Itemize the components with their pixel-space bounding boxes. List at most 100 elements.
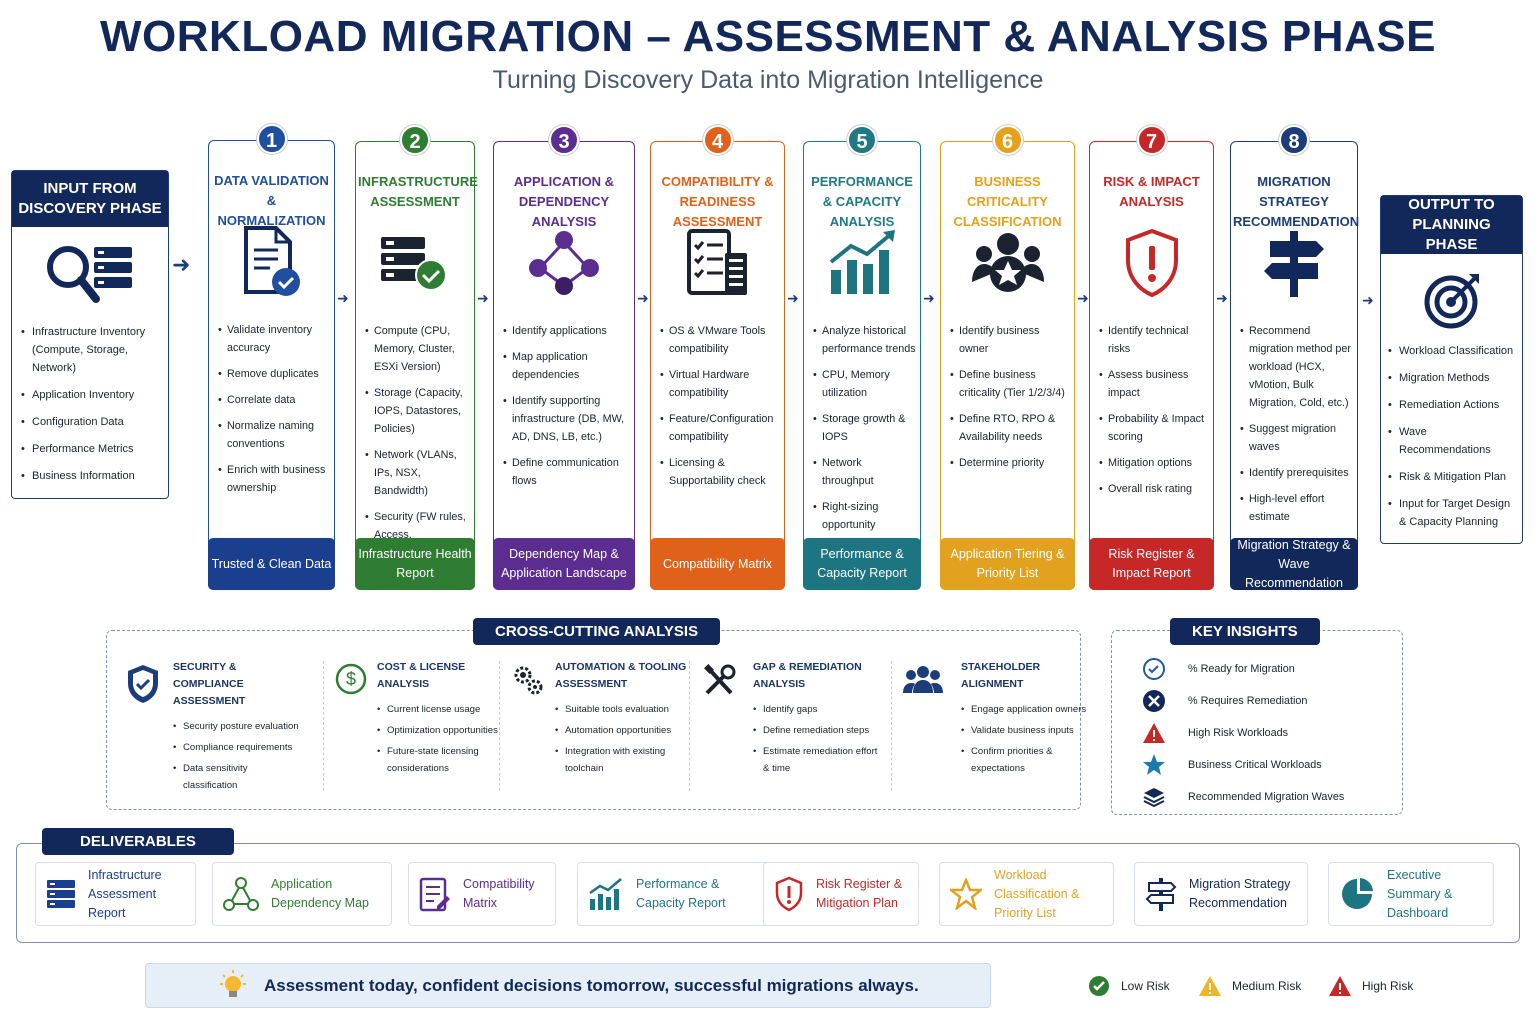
- step-number: 3: [549, 125, 579, 155]
- list-item: Input for Target Design & Capacity Plann…: [1385, 495, 1520, 531]
- step-output: Infrastructure Health Report: [355, 538, 475, 590]
- bar-chart-icon: [804, 222, 920, 304]
- arrow-icon: ➜: [1362, 292, 1374, 308]
- legend-medium-risk: Medium Risk: [1198, 975, 1301, 997]
- deliverable-card: Migration Strategy Recommendation: [1134, 862, 1308, 926]
- step-number: 6: [992, 125, 1023, 155]
- list-item: Estimate remediation effort & time: [753, 743, 883, 777]
- divider: [323, 661, 324, 791]
- list-item: Determine priority: [947, 454, 1070, 472]
- step-title: MIGRATION STRATEGY RECOMMENDATION: [1233, 174, 1360, 229]
- deliverable-label: Compatibility Matrix: [463, 877, 535, 910]
- list-item: Compute (CPU, Memory, Cluster, ESXi Vers…: [362, 322, 470, 376]
- list-item: Wave Recommendations: [1385, 423, 1520, 459]
- tagline-bar: Assessment today, confident decisions to…: [145, 963, 991, 1008]
- check-circle-icon: [1143, 658, 1165, 680]
- list-item: Compliance requirements: [173, 739, 303, 756]
- list-item: Optimization opportunities: [377, 722, 503, 739]
- step-list: Analyze historical performance trendsCPU…: [810, 322, 916, 542]
- cross-cutting-column: COST & LICENSE ANALYSISCurrent license u…: [377, 659, 503, 781]
- insight-item: % Ready for Migration: [1142, 657, 1295, 681]
- list-item: Feature/Configuration compatibility: [657, 410, 780, 446]
- output-title: OUTPUT TO PLANNING PHASE: [1381, 196, 1522, 254]
- deliverable-card: Infrastructure Assessment Report: [35, 862, 196, 926]
- step-card: 7 RISK & IMPACT ANALYSIS Identify techni…: [1089, 125, 1214, 590]
- step-list: Identify applicationsMap application dep…: [500, 322, 630, 498]
- list-item: Define business criticality (Tier 1/2/3/…: [947, 366, 1070, 402]
- list-item: Identify business owner: [947, 322, 1070, 358]
- dependency-graph-icon: [494, 222, 634, 304]
- list-item: Infrastructure Inventory (Compute, Stora…: [18, 323, 164, 377]
- list-item: Mitigation options: [1096, 454, 1209, 472]
- shield-alert-icon: [1090, 222, 1213, 304]
- step-title: APPLICATION & DEPENDENCY ANALYSIS: [513, 174, 615, 229]
- step-output: Trusted & Clean Data: [208, 538, 335, 590]
- list-item: Remediation Actions: [1385, 396, 1520, 414]
- list-item: Licensing & Supportability check: [657, 454, 780, 490]
- list-item: Enrich with business ownership: [215, 461, 330, 497]
- list-item: Define remediation steps: [753, 722, 883, 739]
- step-output: Application Tiering & Priority List: [940, 538, 1075, 590]
- step-title: BUSINESS CRITICALITY CLASSIFICATION: [953, 174, 1062, 229]
- list-item: Overall risk rating: [1096, 480, 1209, 498]
- arrow-icon: ➜: [1077, 290, 1089, 306]
- step-title: RISK & IMPACT ANALYSIS: [1103, 174, 1200, 209]
- step-number: 7: [1136, 125, 1167, 155]
- arrow-icon: ➜: [923, 290, 935, 306]
- step-output: Compatibility Matrix: [650, 538, 785, 590]
- divider: [891, 661, 892, 791]
- step-card: 8 MIGRATION STRATEGY RECOMMENDATION Reco…: [1230, 125, 1360, 590]
- deliverable-card: Compatibility Matrix: [408, 862, 556, 926]
- list-item: Right-sizing opportunity: [810, 498, 916, 534]
- deliverables-title: DELIVERABLES: [42, 828, 234, 855]
- insight-item: Business Critical Workloads: [1142, 753, 1322, 777]
- list-item: Application Inventory: [18, 386, 164, 404]
- cross-cutting-column: AUTOMATION & TOOLING ASSESSMENTSuitable …: [555, 659, 695, 781]
- list-item: Define communication flows: [500, 454, 630, 490]
- list-item: Storage (Capacity, IOPS, Datastores, Pol…: [362, 384, 470, 438]
- list-item: Identify gaps: [753, 701, 883, 718]
- step-title: COMPATIBILITY & READINESS ASSESSMENT: [661, 174, 774, 229]
- insight-item: Recommended Migration Waves: [1142, 785, 1344, 809]
- list-item: Virtual Hardware compatibility: [657, 366, 780, 402]
- list-item: Suitable tools evaluation: [555, 701, 695, 718]
- step-list: Validate inventory accuracyRemove duplic…: [215, 321, 330, 505]
- deliverable-card: Application Dependency Map: [212, 862, 392, 926]
- tagline-text: Assessment today, confident decisions to…: [264, 975, 919, 995]
- arrow-icon: ➜: [477, 290, 489, 306]
- deliverable-label: Performance & Capacity Report: [636, 877, 726, 910]
- input-title: INPUT FROM DISCOVERY PHASE: [12, 171, 168, 227]
- key-insights-panel: KEY INSIGHTS % Ready for Migration % Req…: [1111, 618, 1403, 815]
- list-item: Identify supporting infrastructure (DB, …: [500, 392, 630, 446]
- deliverable-label: Infrastructure Assessment Report: [88, 867, 162, 920]
- warning-icon: [1329, 976, 1351, 996]
- step-list: Recommend migration method per workload …: [1237, 322, 1353, 534]
- target-icon: [1423, 270, 1483, 335]
- cross-cutting-column: GAP & REMEDIATION ANALYSISIdentify gapsD…: [753, 659, 883, 781]
- step-card: 6 BUSINESS CRITICALITY CLASSIFICATION Id…: [940, 125, 1075, 590]
- insight-item: High Risk Workloads: [1142, 721, 1288, 745]
- list-item: Correlate data: [215, 391, 330, 409]
- step-number: 2: [400, 125, 430, 155]
- arrow-icon: ➜: [1216, 290, 1228, 306]
- list-item: Future-state licensing considerations: [377, 743, 503, 777]
- shield-alert-icon: [774, 876, 804, 912]
- team-star-icon: [941, 222, 1074, 304]
- people-icon: [903, 663, 943, 700]
- column-title: COST & LICENSE ANALYSIS: [377, 661, 466, 690]
- deliverable-label: Application Dependency Map: [271, 877, 369, 910]
- magnifier-server-icon: [44, 243, 144, 312]
- list-item: Identify technical risks: [1096, 322, 1209, 358]
- column-title: SECURITY & COMPLIANCE ASSESSMENT: [173, 661, 246, 707]
- signpost-icon: [1231, 222, 1357, 304]
- list-item: High-level effort estimate: [1237, 490, 1353, 526]
- step-output: Dependency Map & Application Landscape: [493, 538, 635, 590]
- column-list: Engage application ownersValidate busine…: [961, 701, 1091, 777]
- list-item: Configuration Data: [18, 413, 164, 431]
- step-card: 3 APPLICATION & DEPENDENCY ANALYSIS Iden…: [493, 125, 635, 590]
- pie-chart-icon: [1339, 876, 1375, 912]
- list-item: Performance Metrics: [18, 440, 164, 458]
- step-card: 1 DATA VALIDATION & NORMALIZATION Valida…: [208, 124, 335, 590]
- insight-item: % Requires Remediation: [1142, 689, 1307, 713]
- list-item: Business Information: [18, 467, 164, 485]
